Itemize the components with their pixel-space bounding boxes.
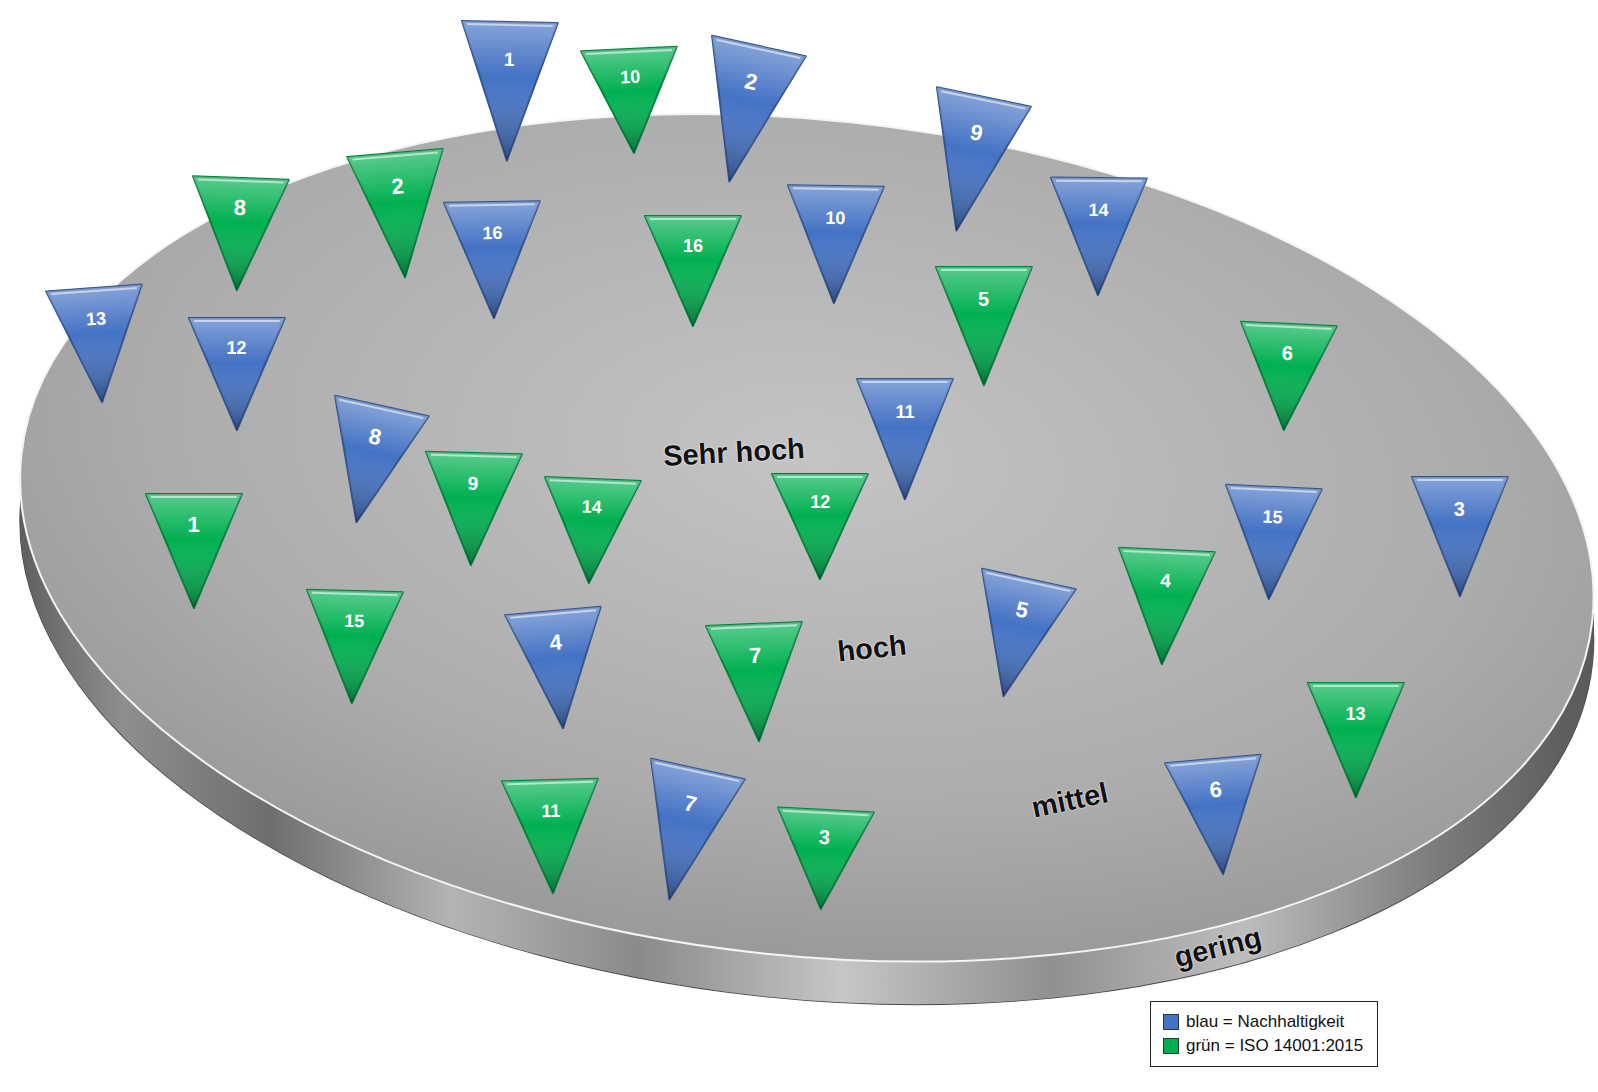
marker-triangle: 13: [1308, 683, 1404, 797]
triangle-shape: [936, 267, 1032, 385]
marker-triangle: 12: [772, 474, 868, 579]
triangle-shape: [645, 216, 741, 326]
marker-number: 11: [503, 800, 599, 821]
marker-number: 15: [1224, 506, 1321, 528]
marker-triangle: 11: [502, 778, 601, 894]
marker-triangle: 3: [773, 808, 874, 912]
triangle-shape: [786, 186, 884, 305]
marker-triangle: 6: [1165, 755, 1271, 879]
marker-triangle: 8: [189, 177, 289, 293]
triangle-shape: [506, 607, 612, 732]
triangle-shape: [1221, 485, 1322, 601]
triangle-shape: [772, 474, 868, 579]
marker-number: 16: [645, 237, 741, 255]
marker-triangle: 14: [541, 477, 641, 585]
marker-number: 6: [1239, 340, 1336, 365]
tier-wall: [0, 41, 1598, 1037]
marker-triangle: 13: [46, 285, 150, 406]
triangle-shape: [46, 285, 150, 406]
marker-number: 1: [461, 49, 557, 70]
marker-triangle: 9: [423, 452, 522, 567]
tier-surface: [0, 40, 1598, 1036]
marker-triangle: 5: [936, 267, 1032, 385]
legend-row: blau = Nachhaltigkeit: [1163, 1010, 1363, 1034]
marker-triangle: 4: [1114, 548, 1215, 666]
triangle-shape: [581, 47, 682, 156]
triangle-shape: [1236, 322, 1337, 433]
triangle-shape: [857, 379, 953, 499]
triangle-shape: [146, 494, 242, 608]
marker-triangle: 3: [1412, 477, 1508, 596]
marker-number: 3: [1412, 499, 1508, 519]
marker-triangle: 10: [581, 47, 682, 156]
marker-triangle: 4: [506, 607, 612, 732]
triangle-shape: [1165, 755, 1271, 879]
legend-text: blau = Nachhaltigkeit: [1186, 1010, 1344, 1034]
legend-row: grün = ISO 14001:2015: [1163, 1034, 1363, 1058]
marker-number: 14: [544, 496, 640, 518]
marker-number: 3: [776, 824, 873, 849]
marker-number: 12: [189, 339, 285, 357]
triangle-shape: [1412, 477, 1508, 596]
triangle-shape: [773, 808, 874, 912]
triangle-shape: [1308, 683, 1404, 797]
triangle-shape: [423, 452, 522, 567]
triangle-shape: [459, 21, 558, 162]
legend-swatch: [1163, 1038, 1179, 1054]
marker-number: 13: [1308, 705, 1404, 723]
triangle-shape: [444, 201, 542, 319]
triangle-shape: [541, 477, 641, 585]
triangle-shape: [502, 778, 601, 894]
legend-text: grün = ISO 14001:2015: [1186, 1034, 1363, 1058]
marker-number: 10: [582, 66, 679, 89]
marker-number: 11: [857, 403, 953, 421]
marker-number: 15: [306, 611, 402, 632]
tier-band: 121092101616Sehr hoch14851211891214hoch1…: [0, 60, 1598, 1058]
marker-triangle: 1: [459, 21, 558, 162]
marker-number: 16: [445, 223, 541, 243]
triangle-shape: [1114, 548, 1215, 666]
triangle-shape: [189, 318, 285, 430]
marker-number: 9: [425, 473, 521, 495]
marker-number: 1: [146, 514, 242, 536]
marker-triangle: 16: [645, 216, 741, 326]
marker-triangle: 2: [348, 149, 454, 281]
marker-triangle: 15: [304, 590, 403, 705]
marker-triangle: 11: [857, 379, 953, 499]
marker-number: 10: [787, 208, 883, 228]
marker-number: 14: [1050, 201, 1146, 220]
marker-number: 8: [191, 196, 288, 221]
marker-triangle: 6: [1236, 322, 1337, 433]
triangle-shape: [348, 149, 454, 281]
marker-number: 12: [772, 493, 868, 511]
legend-box: blau = Nachhaltigkeitgrün = ISO 14001:20…: [1150, 1001, 1378, 1067]
legend-swatch: [1163, 1014, 1179, 1030]
marker-number: 7: [707, 642, 804, 668]
triangle-shape: [706, 622, 807, 743]
triangle-shape: [304, 590, 403, 705]
triangle-shape: [189, 177, 289, 293]
marker-triangle: 1: [146, 494, 242, 608]
marker-triangle: 15: [1221, 485, 1322, 601]
marker-number: 5: [936, 289, 1032, 309]
marker-triangle: 10: [786, 186, 884, 305]
marker-number: 4: [1117, 569, 1214, 592]
marker-triangle: 7: [706, 622, 807, 743]
marker-triangle: 12: [189, 318, 285, 430]
tier-label: hoch: [836, 629, 908, 668]
marker-triangle: 16: [444, 201, 542, 319]
triangle-shape: [1050, 178, 1147, 296]
marker-triangle: 14: [1050, 178, 1147, 296]
